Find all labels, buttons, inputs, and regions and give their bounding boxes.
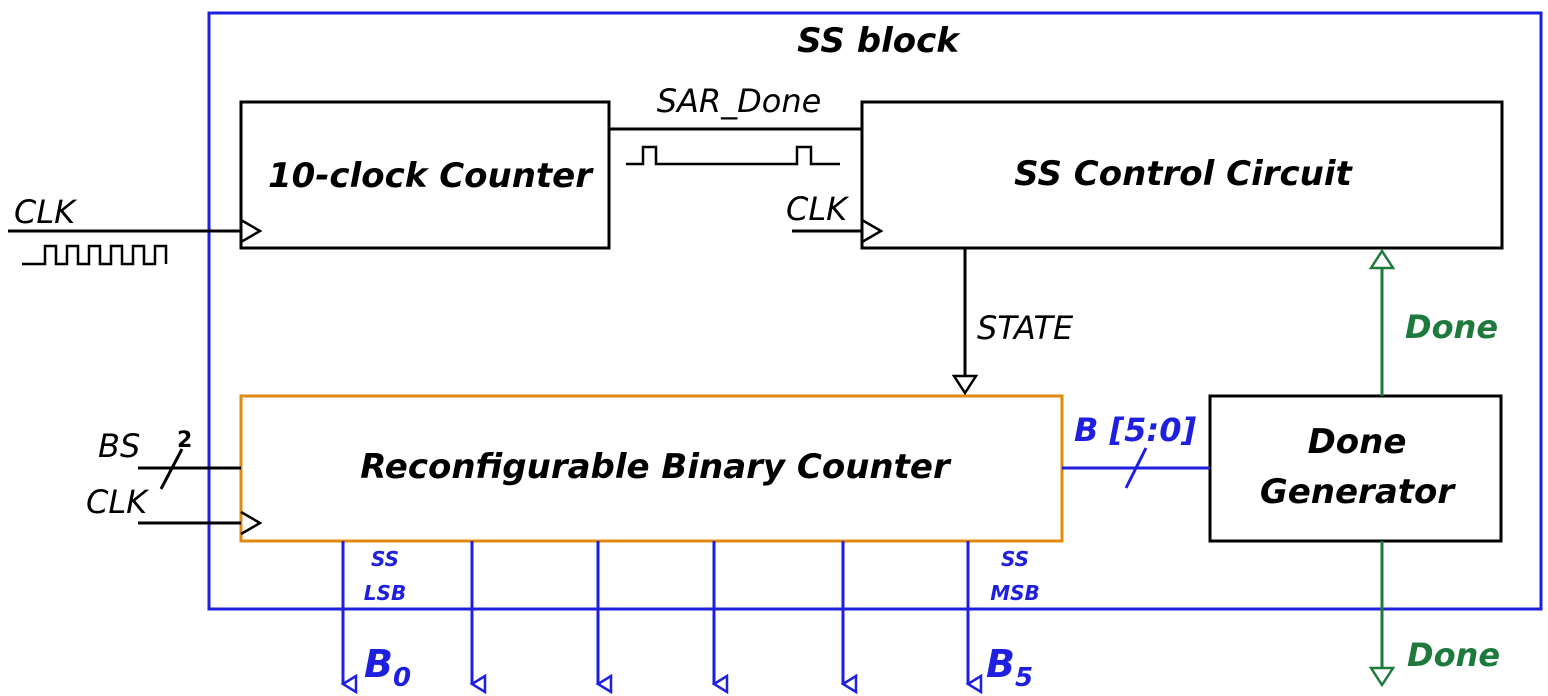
binary-counter-label: Reconfigurable Binary Counter <box>360 447 952 487</box>
state-signal: STATE <box>951 248 1074 396</box>
binary-counter-clk-triangle <box>240 510 263 536</box>
sar-done-signal: SAR_Done <box>609 82 862 166</box>
lsb-label-1: SS <box>371 547 399 571</box>
msb-label-1: SS <box>1001 547 1029 571</box>
b5-label: B5 <box>986 642 1033 693</box>
done-down-arrow-icon <box>1368 666 1396 688</box>
bs-label: BS <box>98 427 140 465</box>
msb-label-2: MSB <box>990 581 1040 605</box>
b-bus-slash <box>1124 447 1148 489</box>
ss-block-frame <box>207 11 1543 611</box>
state-arrow-icon <box>951 374 979 396</box>
clk-counter-label: CLK <box>86 483 150 521</box>
done-up-label: Done <box>1405 308 1498 346</box>
clk-input-counter: CLK <box>86 483 241 525</box>
bs-bus-slash <box>159 448 184 490</box>
clock-counter-block: 10-clock Counter <box>239 100 611 250</box>
done-out-label: Done <box>1407 636 1500 674</box>
clock-counter-clk-triangle <box>240 218 263 244</box>
ss-block-title: SS block <box>797 21 961 61</box>
lsb-label-2: LSB <box>364 581 406 605</box>
control-circuit-block: SS Control Circuit <box>860 100 1504 250</box>
b0-sub: 0 <box>393 663 411 693</box>
sar-done-label: SAR_Done <box>657 82 822 120</box>
binary-counter-block: Reconfigurable Binary Counter <box>239 394 1064 543</box>
control-circuit-label: SS Control Circuit <box>1014 154 1353 194</box>
clk-input-control: CLK <box>786 190 862 233</box>
bs-width-label: 2 <box>177 428 192 453</box>
bs-input: BS 2 <box>98 427 241 490</box>
clk-control-label: CLK <box>786 190 850 228</box>
output-bits <box>343 541 968 684</box>
done-feedback: Done <box>1368 248 1498 396</box>
b0-base: B <box>364 642 393 686</box>
done-generator-label-1: Done <box>1308 422 1407 462</box>
b5-base: B <box>986 642 1015 686</box>
clock-counter-label: 10-clock Counter <box>268 156 594 196</box>
b0-label: B0 <box>364 642 411 693</box>
b-bus-label: B [5:0] <box>1074 411 1196 449</box>
control-circuit-clk-triangle <box>861 218 884 244</box>
clk-waveform-icon <box>22 244 168 266</box>
clk-main-label: CLK <box>14 193 78 231</box>
sar-done-pulse-icon <box>626 145 840 166</box>
b-bus: B [5:0] <box>1062 411 1210 489</box>
done-output: Done <box>1368 541 1500 688</box>
b5-sub: 5 <box>1015 663 1033 693</box>
done-up-arrow-icon <box>1368 248 1396 270</box>
done-generator-label-2: Generator <box>1260 472 1457 512</box>
clk-input-main: CLK <box>8 193 241 266</box>
done-generator-block: Done Generator <box>1208 394 1503 543</box>
state-label: STATE <box>977 309 1074 347</box>
